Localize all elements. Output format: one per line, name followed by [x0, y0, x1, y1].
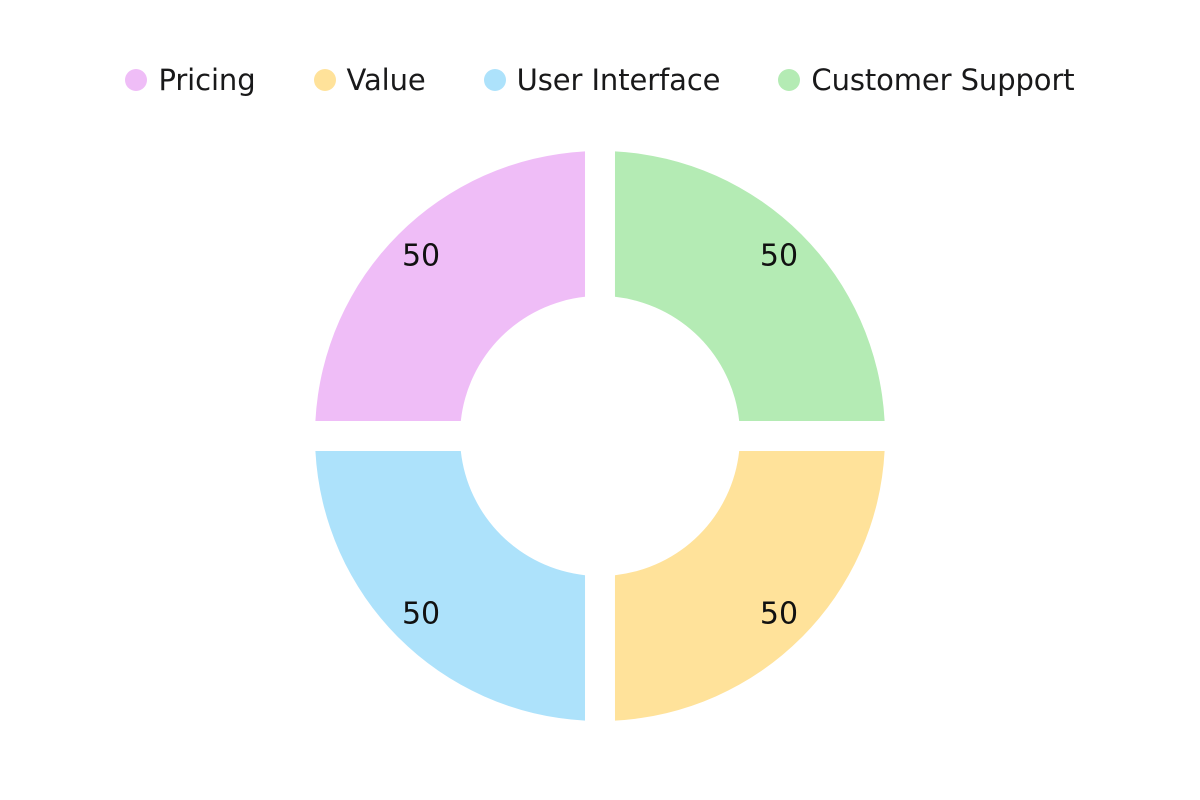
legend-item-label: Customer Support: [811, 62, 1075, 97]
donut-slice[interactable]: [614, 450, 885, 721]
slice-label-group: 50 50 50 50: [402, 239, 798, 632]
legend-swatch-icon: [778, 69, 801, 91]
slice-value-label: 50: [402, 239, 440, 274]
donut-slice[interactable]: [315, 450, 586, 721]
legend-item-user-interface[interactable]: User Interface: [483, 62, 721, 97]
legend-item-label: Pricing: [158, 62, 256, 97]
slice-value-label: 50: [402, 596, 440, 631]
legend-swatch-icon: [483, 69, 506, 91]
legend-item-label: User Interface: [516, 62, 721, 97]
legend-item-pricing[interactable]: Pricing: [125, 62, 256, 97]
slice-group: [315, 151, 885, 721]
chart-legend: Pricing Value User Interface Customer Su…: [0, 55, 1200, 105]
legend-item-value[interactable]: Value: [313, 62, 426, 97]
donut-slice[interactable]: [315, 151, 586, 422]
donut-slice[interactable]: [614, 151, 885, 422]
slice-value-label: 50: [760, 239, 798, 274]
legend-item-customer-support[interactable]: Customer Support: [778, 62, 1075, 97]
slice-value-label: 50: [760, 596, 798, 631]
legend-swatch-icon: [313, 69, 336, 91]
legend-item-label: Value: [346, 62, 426, 97]
legend-swatch-icon: [125, 69, 148, 91]
